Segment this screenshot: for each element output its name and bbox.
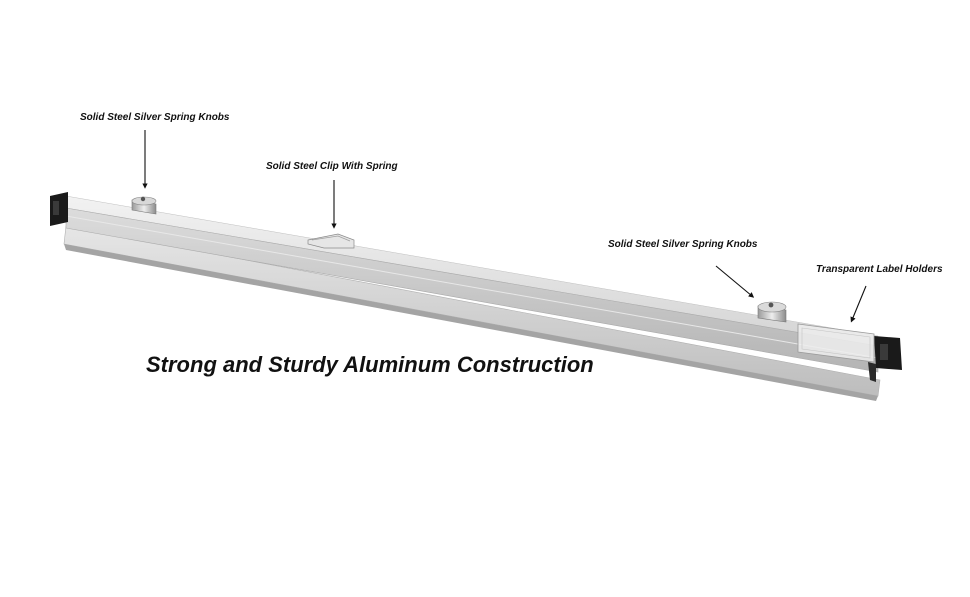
lower-rail-edge: [64, 244, 878, 401]
spring-knob-left: [131, 196, 157, 215]
spring-clip: [307, 233, 355, 249]
bar-front-face: [65, 207, 879, 373]
callout-spring-clip: Solid Steel Clip With Spring: [266, 161, 398, 172]
callout-label-holders: Transparent Label Holders: [816, 264, 943, 275]
label-holder: [797, 323, 875, 363]
spring-knob-right: [757, 301, 787, 323]
headline: Strong and Sturdy Aluminum Construction: [146, 352, 594, 377]
callout-spring-knobs-right: Solid Steel Silver Spring Knobs: [608, 239, 758, 250]
arrow-knobs-right: [715, 265, 755, 298]
callout-spring-knobs-left: Solid Steel Silver Spring Knobs: [80, 112, 230, 123]
arrow-label-holders: [850, 285, 867, 323]
